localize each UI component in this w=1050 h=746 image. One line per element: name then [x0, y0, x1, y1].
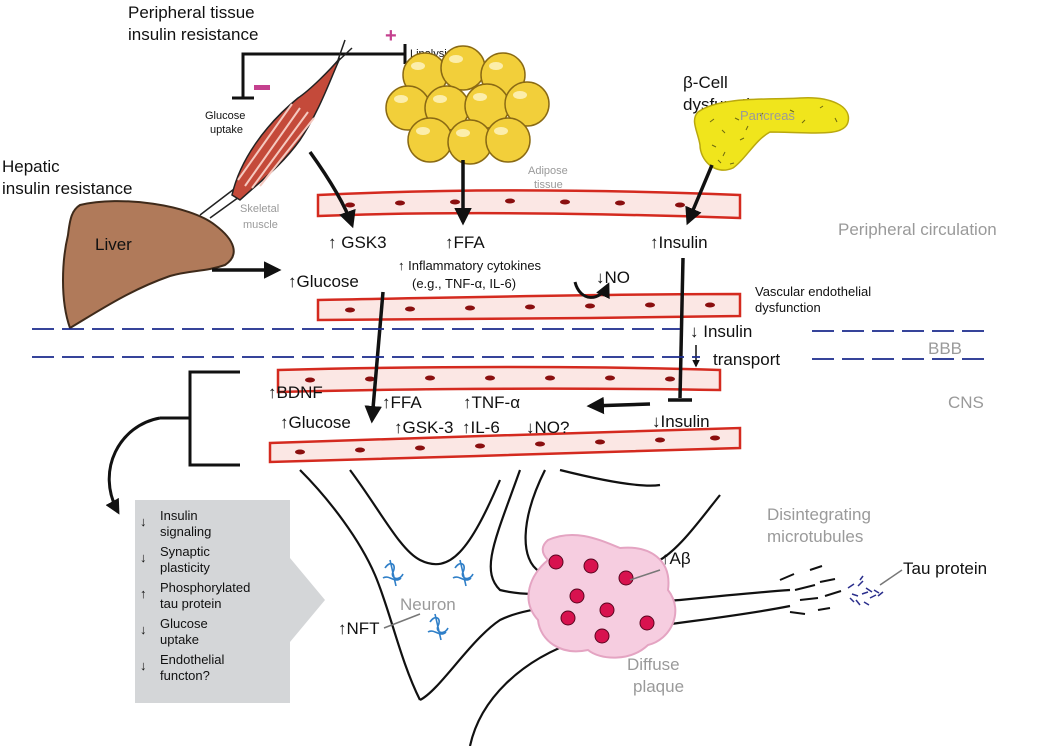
skeletal-label-2: muscle [243, 219, 278, 231]
effect-line-4-0: Endothelial [160, 652, 224, 667]
diffuse-label-2: plaque [633, 677, 684, 696]
insulin-transport-label-2: transport [713, 350, 780, 369]
cns-label: CNS [948, 393, 984, 412]
pancreas-icon [693, 97, 850, 171]
adipose-label-2: tissue [534, 179, 563, 191]
no-curved-arrow [573, 281, 610, 300]
peripheral-circulation-label: Peripheral circulation [838, 220, 997, 239]
microtubule-fragments [779, 565, 842, 615]
skeletal-muscle: Skeletal muscle [199, 39, 353, 231]
liver-block: Hepatic insulin resistance Liver [2, 157, 235, 330]
lower-vessel [316, 292, 742, 322]
effect-line-4-1: functon? [160, 668, 210, 683]
tnf-label: ↑TNF-α [463, 393, 520, 412]
glucose-uptake-label-1: Glucose [205, 110, 245, 122]
liver-label: Liver [95, 235, 132, 254]
insulin-down-line [678, 257, 685, 399]
liver-icon [62, 200, 235, 330]
cns-insulin-arrow [586, 396, 651, 415]
vascular-label-2: dysfunction [755, 300, 821, 315]
vascular-label-1: Vascular endothelial [755, 284, 871, 299]
effect-line-0-0: Insulin [160, 508, 198, 523]
cns-labels: ↑BDNF ↑FFA ↑TNF-α CNS ↑Glucose ↑GSK-3 ↑I… [160, 370, 984, 467]
tau-protein-cluster [847, 575, 884, 606]
pancreas-label: Pancreas [740, 108, 795, 123]
minus-sign-icon [254, 85, 270, 90]
gsk3-cns-label: ↑GSK-3 [394, 418, 454, 437]
insulin-transport-label-1: ↓ Insulin [690, 322, 752, 341]
abeta-label: ↑Aβ [661, 549, 691, 568]
abeta-leader-line [629, 569, 661, 581]
tau-label: Tau protein [903, 559, 987, 578]
plus-sign: + [385, 25, 397, 47]
insulin-up-label: ↑Insulin [650, 233, 708, 252]
bdnf-label: ↑BDNF [268, 383, 323, 402]
neuron-labels: Disintegrating microtubules ↑Aβ Tau prot… [338, 505, 987, 696]
disintegrating-label-2: microtubules [767, 527, 863, 546]
effect-line-2-0: Phosphorylated [160, 580, 250, 595]
diffuse-plaque [527, 533, 677, 659]
glucose-label: ↑Glucose [288, 272, 359, 291]
tau-leader-line [879, 569, 903, 586]
hepatic-label-2: insulin resistance [2, 179, 132, 198]
cns-insulin-label: ↓Insulin [652, 412, 710, 431]
peripheral-title-line2: insulin resistance [128, 25, 258, 44]
diffuse-label-1: Diffuse [627, 655, 680, 674]
adipose-label-1: Adipose [528, 165, 568, 177]
inflammatory-label-2: (e.g., TNF-α, IL-6) [412, 276, 516, 291]
no-label: ↓NO [596, 268, 630, 287]
effect-line-3-0: Glucose [160, 616, 208, 631]
effect-arrow-0: ↓ [140, 514, 147, 529]
gsk3-label: ↑ GSK3 [328, 233, 387, 252]
pancreas-block: β-Cell dysfunction Pancreas [683, 73, 850, 171]
bbb-label: BBB [928, 339, 962, 358]
lipolysis-inhibition-line [241, 44, 407, 68]
peripheral-title-line1: Peripheral tissue [128, 3, 255, 22]
effect-arrow-4: ↓ [140, 658, 147, 673]
effect-line-3-1: uptake [160, 632, 199, 647]
ffa-label: ↑FFA [445, 233, 485, 252]
blood-brain-barrier: ↓ Insulin transport BBB [32, 322, 990, 369]
cns-glucose-label: ↑Glucose [280, 413, 351, 432]
beta-cell-label-1: β-Cell [683, 73, 728, 92]
peripheral-insulin-resistance-block: Peripheral tissue insulin resistance + L… [128, 3, 453, 136]
peripheral-labels: ↑ GSK3 ↑FFA ↑Insulin Peripheral circulat… [288, 220, 997, 315]
cns-ffa-label: ↑FFA [382, 393, 422, 412]
cns-to-effects-arrow [105, 416, 161, 515]
plaque-shape [527, 533, 677, 659]
pancreas-to-insulin-arrow [685, 164, 714, 226]
nft-leader-line [383, 613, 421, 629]
muscle-to-gsk3-arrow [308, 150, 356, 229]
upper-vessel [316, 189, 742, 220]
nft-label: ↑NFT [338, 619, 380, 638]
glucose-uptake-inhibition-line [232, 54, 254, 100]
effect-line-1-1: plasticity [160, 560, 210, 575]
no-question-label: ↓NO? [526, 418, 569, 437]
neuron-label: Neuron [400, 595, 456, 614]
cns-bracket [160, 370, 240, 467]
cns-lower-vessel [268, 426, 742, 464]
effect-line-0-1: signaling [160, 524, 211, 539]
disintegrating-label-1: Disintegrating [767, 505, 871, 524]
skeletal-label-1: Skeletal [240, 203, 279, 215]
effect-arrow-3: ↓ [140, 622, 147, 637]
effect-line-1-0: Synaptic [160, 544, 210, 559]
flow-arrows [212, 150, 714, 424]
adipose-tissue: Adipose tissue [385, 45, 568, 191]
effect-line-2-1: tau protein [160, 596, 221, 611]
glucose-uptake-label-2: uptake [210, 124, 243, 136]
glucose-down-arrow [364, 291, 385, 424]
effects-box-shape [135, 500, 325, 703]
cns-upper-vessel [276, 365, 722, 394]
hepatic-label-1: Hepatic [2, 157, 60, 176]
effect-arrow-1: ↓ [140, 550, 147, 565]
effect-arrow-2: ↑ [140, 586, 147, 601]
neurofibrillary-tangles [382, 559, 474, 641]
inflammatory-label-1: ↑ Inflammatory cytokines [398, 258, 542, 273]
il6-label: ↑IL-6 [462, 418, 500, 437]
